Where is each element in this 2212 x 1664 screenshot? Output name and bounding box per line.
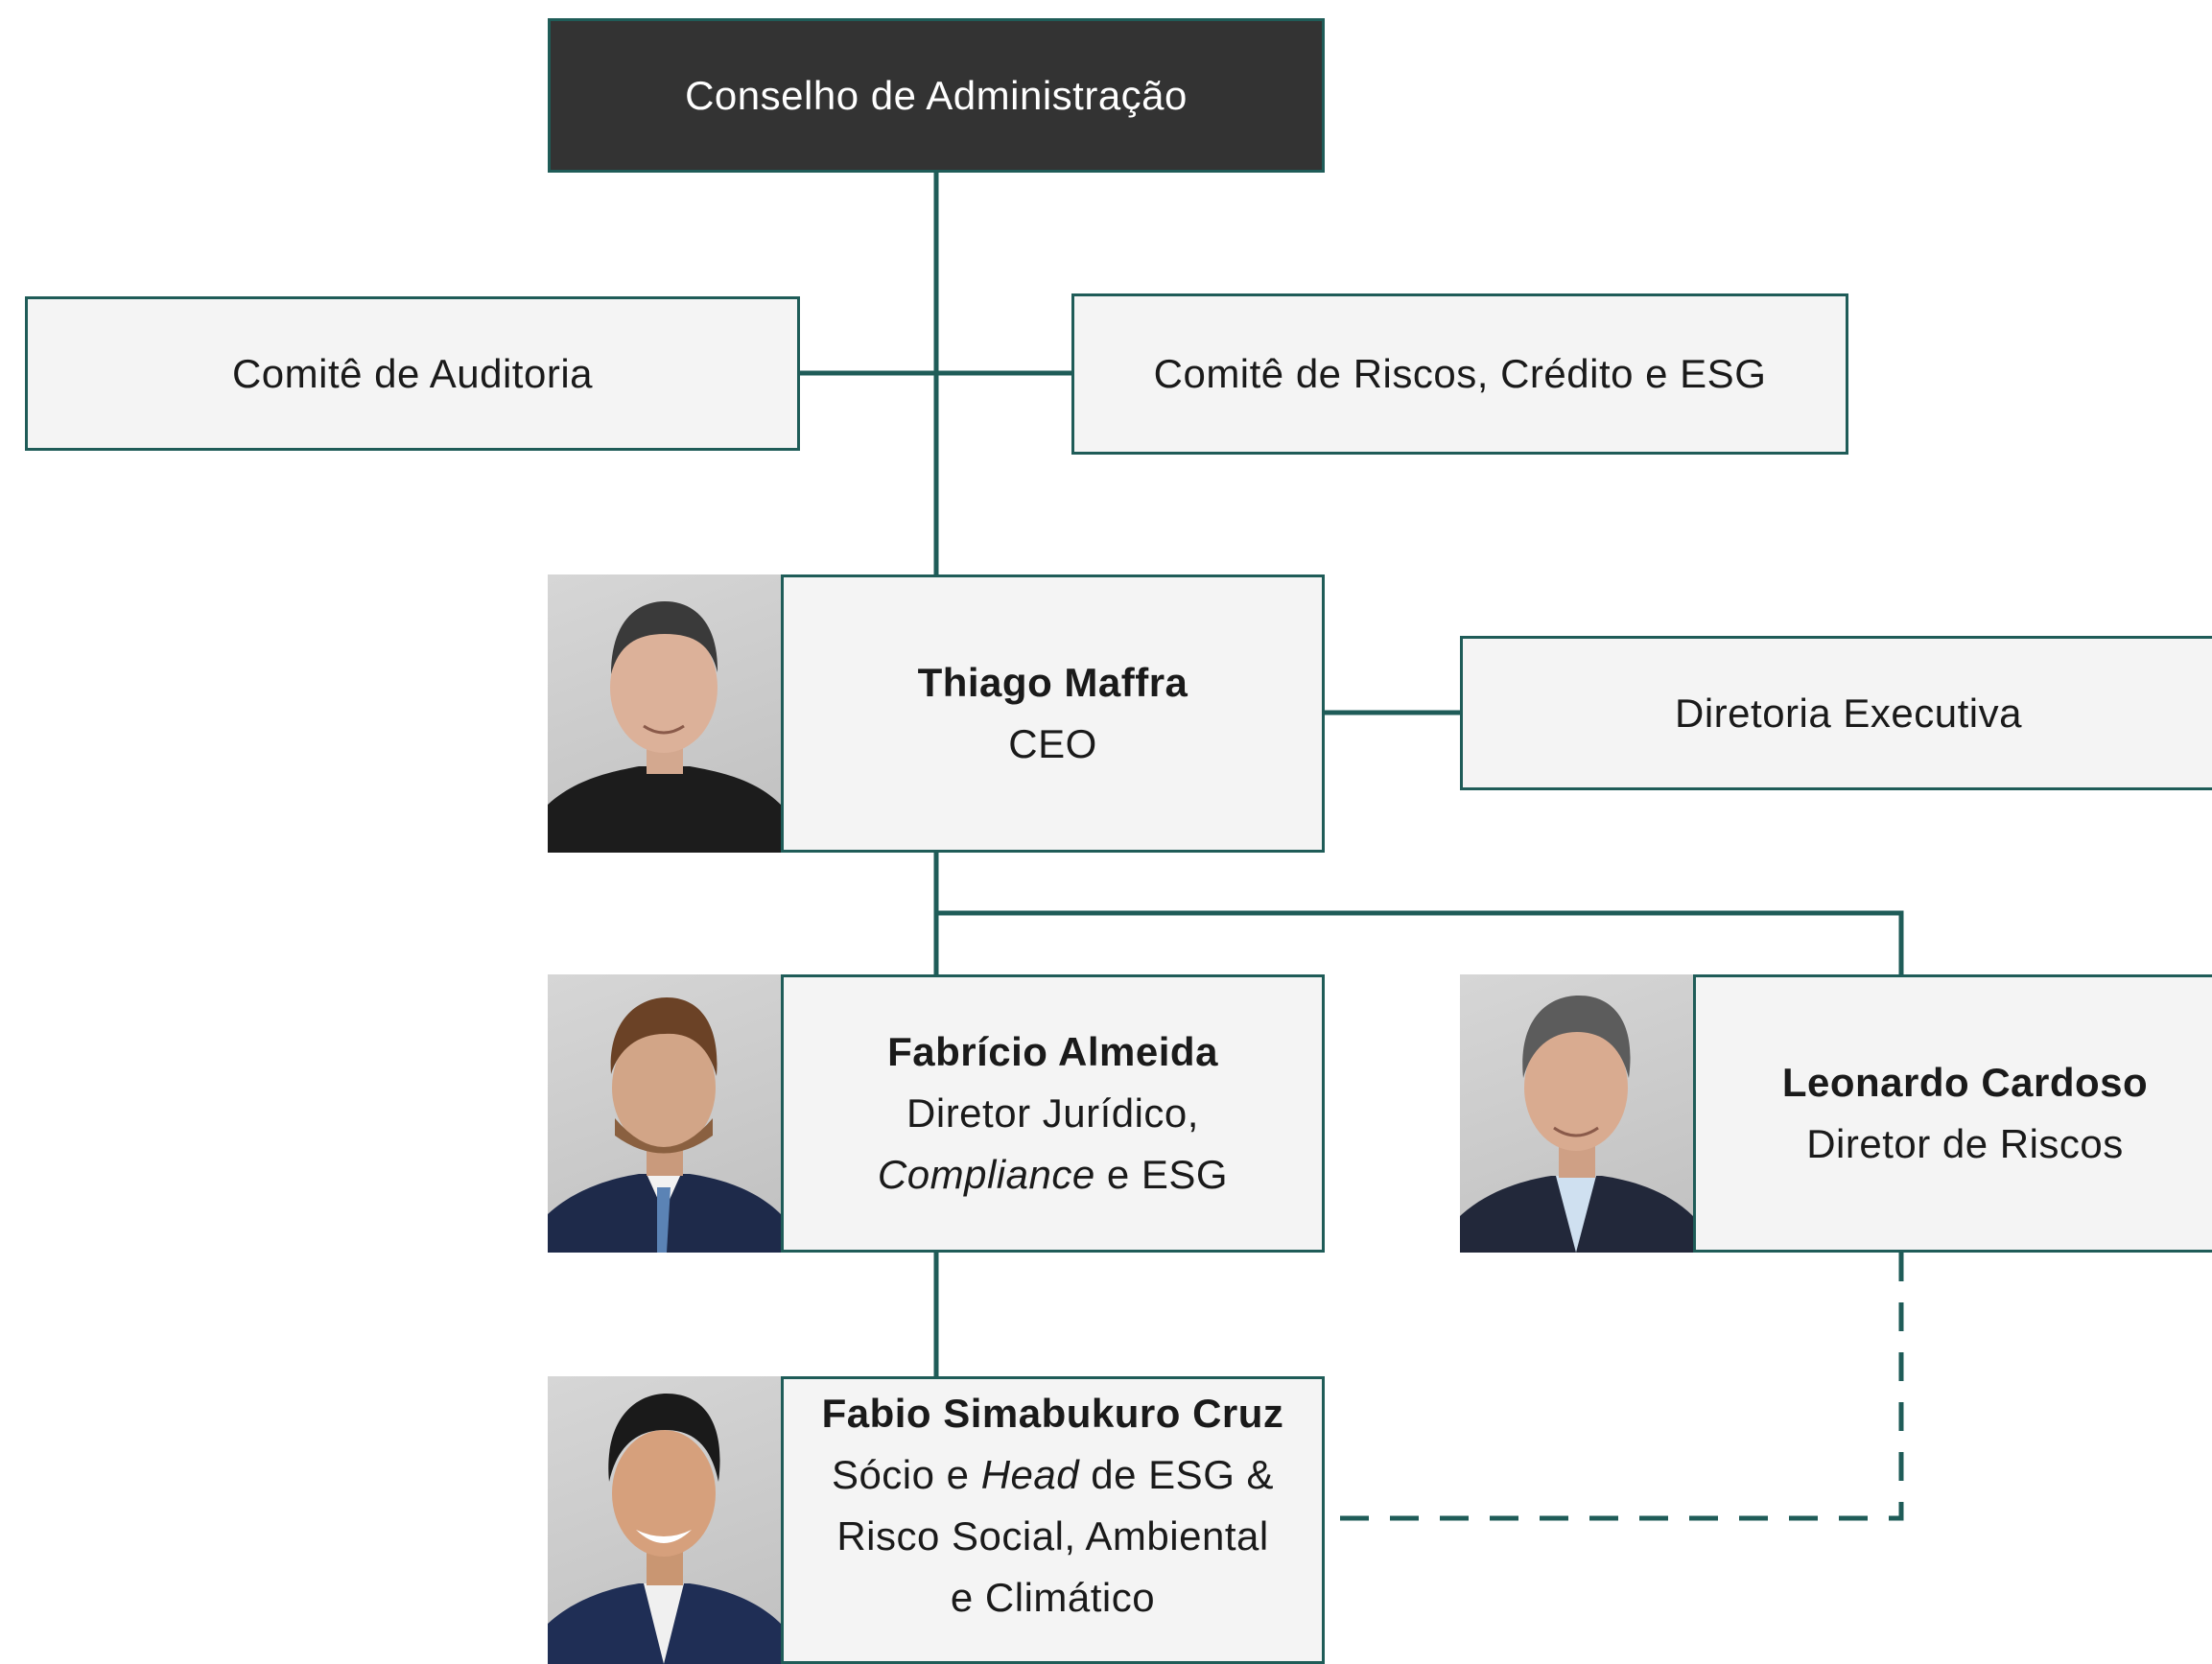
head-esg-title-line1: Sócio e Head de ESG & — [832, 1444, 1274, 1506]
juridico-director-portrait-icon — [548, 997, 781, 1253]
head-esg-title-italic: Head — [980, 1452, 1080, 1497]
ceo-box: Thiago Maffra CEO — [781, 574, 1325, 853]
juridico-director-box: Fabrício Almeida Diretor Jurídico, Compl… — [781, 974, 1325, 1253]
riscos-director-photo — [1460, 974, 1693, 1253]
riscos-director-name: Leonardo Cardoso — [1781, 1060, 2149, 1105]
riscos-director-box: Leonardo Cardoso Diretor de Riscos — [1693, 974, 2212, 1253]
ceo-title: CEO — [1008, 721, 1097, 766]
riscos-to-esg-dotted-connector — [1324, 1253, 1904, 1521]
board-label: Conselho de Administração — [685, 72, 1188, 118]
risk-committee-label: Comitê de Riscos, Crédito e ESG — [1153, 351, 1767, 396]
executive-board-label: Diretoria Executiva — [1675, 690, 2022, 736]
board-box: Conselho de Administração — [548, 18, 1325, 173]
juridico-director-photo — [548, 974, 781, 1253]
head-esg-title-line1-pre: Sócio e — [831, 1452, 981, 1497]
risk-committee-box: Comitê de Riscos, Crédito e ESG — [1071, 293, 1848, 455]
juridico-director-title-line1: Diretor Jurídico, — [906, 1090, 1199, 1136]
head-esg-title-line3: e Climático — [950, 1575, 1156, 1620]
audit-committee-box: Comitê de Auditoria — [25, 296, 800, 451]
riscos-director-portrait-icon — [1460, 996, 1693, 1253]
head-esg-title-line1-post: de ESG & — [1079, 1452, 1275, 1497]
ceo-portrait-icon — [548, 601, 781, 853]
ceo-name: Thiago Maffra — [917, 660, 1188, 705]
head-esg-title-line2: Risco Social, Ambiental — [836, 1513, 1269, 1559]
juridico-director-title-italic: Compliance — [877, 1152, 1095, 1197]
ceo-photo — [548, 574, 781, 853]
juridico-director-name: Fabrício Almeida — [887, 1029, 1218, 1074]
audit-committee-label: Comitê de Auditoria — [231, 350, 594, 396]
juridico-director-title-line2: Compliance e ESG — [878, 1144, 1228, 1206]
juridico-director-title-rest: e ESG — [1094, 1152, 1229, 1197]
executive-board-box: Diretoria Executiva — [1460, 636, 2212, 790]
ceo-to-riscos-connector — [936, 910, 1904, 976]
riscos-director-title: Diretor de Riscos — [1806, 1121, 2124, 1166]
head-esg-box: Fabio Simabukuro Cruz Sócio e Head de ES… — [781, 1376, 1325, 1664]
head-esg-photo — [548, 1376, 781, 1664]
head-esg-portrait-icon — [548, 1394, 781, 1664]
head-esg-name: Fabio Simabukuro Cruz — [821, 1391, 1284, 1436]
